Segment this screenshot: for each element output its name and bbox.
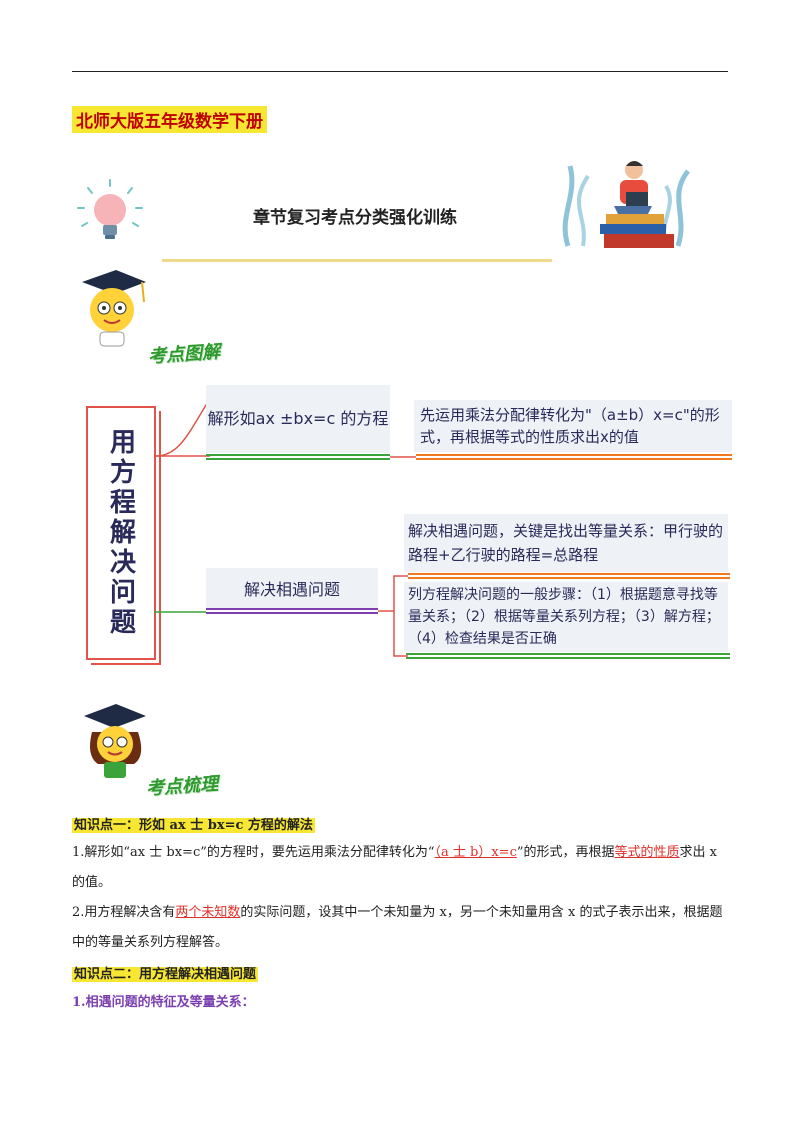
knowledge-content: 知识点一：形如 ax 士 bx=c 方程的解法 1.解形如“ax 士 bx=c”… — [72, 812, 732, 1016]
mindmap-branch1: 解形如ax ±bx=c 的方程 — [206, 385, 390, 453]
summary-badge: 考点梳理 — [145, 773, 219, 800]
kp1-p2-text-a: 2.用方程解决含有 — [72, 905, 176, 920]
mindmap-connectors — [154, 401, 732, 659]
kp1-p2-text-b: 的实际问题，设其中一个未知量为 x，另一个未知量用含 x 的式子表示出来，根据题… — [72, 905, 723, 950]
book-title: 北师大版五年级数学下册 — [72, 106, 267, 133]
kp1-p1-text-b: ”的形式，再根据 — [516, 845, 615, 860]
mindmap-root: 用方程解决问题 — [86, 406, 156, 660]
mascot-boy-icon — [82, 270, 146, 347]
mindmap-branch2-detail1: 解决相遇问题，关键是找出等量关系：甲行驶的路程+乙行驶的路程=总路程 — [404, 514, 728, 572]
kp1-p1-key-term: 等式的性质 — [614, 845, 680, 860]
mindmap-branch2-detail1-label: 解决相遇问题，关键是找出等量关系：甲行驶的路程+乙行驶的路程=总路程 — [408, 522, 724, 564]
kp1-paragraph2: 2.用方程解决含有两个未知数的实际问题，设其中一个未知量为 x，另一个未知量用含… — [72, 898, 732, 958]
kp1-p1-formula: （a 士 b）x=c — [434, 845, 517, 860]
lightbulb-icon — [77, 179, 143, 239]
chapter-underline — [162, 259, 552, 262]
top-rule — [72, 71, 728, 72]
kp2-subheading: 1.相遇问题的特征及等量关系： — [72, 995, 255, 1010]
chapter-title: 章节复习考点分类强化训练 — [253, 208, 457, 228]
kp2-heading: 知识点二：用方程解决相遇问题 — [72, 967, 259, 982]
mindmap-branch1-detail: 先运用乘法分配律转化为"（a±b）x=c"的形式，再根据等式的性质求出x的值 — [414, 400, 732, 452]
kp1-p2-key-term: 两个未知数 — [175, 905, 241, 920]
mindmap-root-label: 用方程解决问题 — [105, 428, 136, 638]
kp1-p1-text-c: 求出 x 的值。 — [72, 845, 717, 890]
diagram-badge: 考点图解 — [147, 341, 221, 368]
mindmap-branch2-detail2: 列方程解决问题的一般步骤：（1）根据题意寻找等量关系；（2）根据等量关系列方程；… — [404, 582, 728, 652]
mindmap-branch2: 解决相遇问题 — [206, 568, 378, 608]
mindmap-branch1-detail-label: 先运用乘法分配律转化为"（a±b）x=c"的形式，再根据等式的性质求出x的值 — [420, 406, 720, 446]
reading-person-illustration — [562, 161, 691, 248]
mindmap-branch2-label: 解决相遇问题 — [243, 580, 340, 599]
mindmap-branch2-detail2-label: 列方程解决问题的一般步骤：（1）根据题意寻找等量关系；（2）根据等量关系列方程；… — [408, 587, 720, 647]
kp1-heading: 知识点一：形如 ax 士 bx=c 方程的解法 — [72, 818, 315, 833]
kp1-paragraph1: 1.解形如“ax 士 bx=c”的方程时，要先运用乘法分配律转化为“（a 士 b… — [72, 838, 732, 898]
mindmap-branch1-label: 解形如ax ±bx=c 的方程 — [207, 409, 389, 428]
mascot-girl-icon — [84, 704, 146, 778]
kp1-p1-text-a: 1.解形如“ax 士 bx=c”的方程时，要先运用乘法分配律转化为“ — [72, 845, 435, 860]
